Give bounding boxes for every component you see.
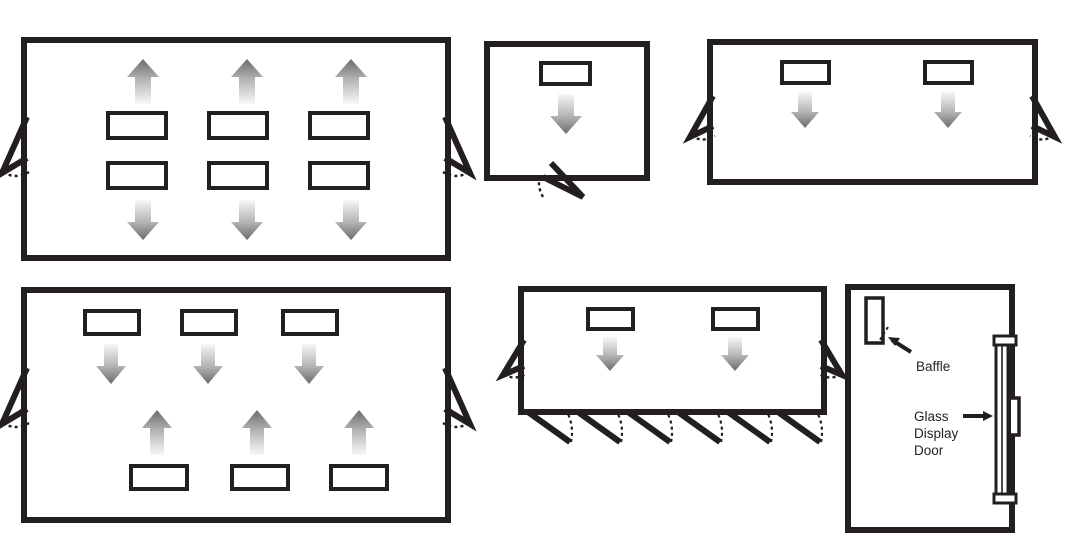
bottom-flap-open [541,160,586,200]
baffle [711,307,760,331]
baffle [207,161,269,190]
door-hinge-top [992,334,1018,347]
baffle [83,309,141,336]
baffle [281,309,339,336]
glass-door-label-line1: Glass [914,409,949,424]
cabinet-outline [518,286,827,415]
airflow-arrow-down [934,92,962,128]
airflow-arrow-down [335,200,367,240]
cabinet-outline [707,39,1038,185]
baffle-callout-arrow [888,337,913,354]
left-door-open [682,94,716,144]
left-door-open [495,338,527,382]
baffle-row-lower [106,161,370,190]
bottom-flap-swing-arc [537,173,545,198]
right-door-swing-arc [818,372,842,379]
louver [676,409,724,445]
left-door-swing-arc [2,170,30,178]
panel-lower-left-cabinet [0,287,477,523]
glass-display-door[interactable] [992,334,1021,505]
panel-lower-center-cabinet [495,286,850,445]
airflow-arrow-up [335,59,367,104]
airflow-arrow-up [127,59,159,104]
louver [726,409,774,445]
louver [526,409,574,445]
baffle-row-bottom [129,464,389,491]
right-door-swing-arc [442,170,470,178]
airflow-arrow-down [596,337,624,371]
right-door-open [442,115,477,181]
airflow-arrow-down [721,337,749,371]
airflow-arrow-down [96,344,126,384]
airflow-arrow-down [791,92,819,128]
left-door-swing-arc [690,134,716,141]
right-door-open [818,338,850,382]
airflow-arrow-up [242,410,272,455]
airflow-arrow-down [550,94,582,134]
airflow-arrow-down [193,344,223,384]
right-door-open [442,366,477,432]
glass-door-callout-arrow [963,411,993,421]
glass-door-label-line2: Display [914,426,959,441]
baffle [106,111,168,140]
airflow-arrow-up [142,410,172,455]
cabinet-outline [21,37,451,261]
baffle [129,464,189,491]
left-door-swing-arc [2,421,30,429]
louver-group [526,409,824,445]
baffle [780,60,831,85]
glass-door-label-line3: Door [914,443,944,458]
baffle [329,464,389,491]
panel-upper-center-cabinet [484,41,650,200]
baffle [230,464,290,491]
arrow-up-group [142,410,374,455]
baffle [207,111,269,140]
baffle [586,307,635,331]
louver [776,409,824,445]
louver [626,409,674,445]
right-door-open [1029,94,1063,144]
arrow-down-group [127,200,367,240]
baffle-vertical [864,296,885,345]
louver [576,409,624,445]
panel-upper-right-cabinet [682,39,1063,185]
baffle [308,161,370,190]
airflow-arrow-down [231,200,263,240]
arrow-down-group [96,344,324,384]
cabinet-outline [21,287,451,523]
airflow-arrow-down [294,344,324,384]
baffle-row-upper [106,111,370,140]
left-door-open [0,115,30,178]
panel-upper-left-cabinet [0,37,477,261]
baffle [106,161,168,190]
door-handle[interactable] [1011,396,1021,437]
door-hinge-bottom [992,492,1018,505]
airflow-arrow-up [344,410,374,455]
baffle-label: Baffle [916,359,950,374]
panel-lower-right-door-detail: Baffle Glass Display Door [845,284,1021,533]
airflow-arrow-up [231,59,263,104]
baffle [180,309,238,336]
baffle-row-top [83,309,339,336]
airflow-arrow-down [127,200,159,240]
baffle [539,61,592,86]
baffle [308,111,370,140]
right-door-swing-arc [1029,134,1055,141]
left-door-swing-arc [503,372,527,379]
right-door-swing-arc [442,421,470,429]
baffle [923,60,974,85]
arrow-up-group [127,59,367,104]
left-door-open [0,366,30,429]
